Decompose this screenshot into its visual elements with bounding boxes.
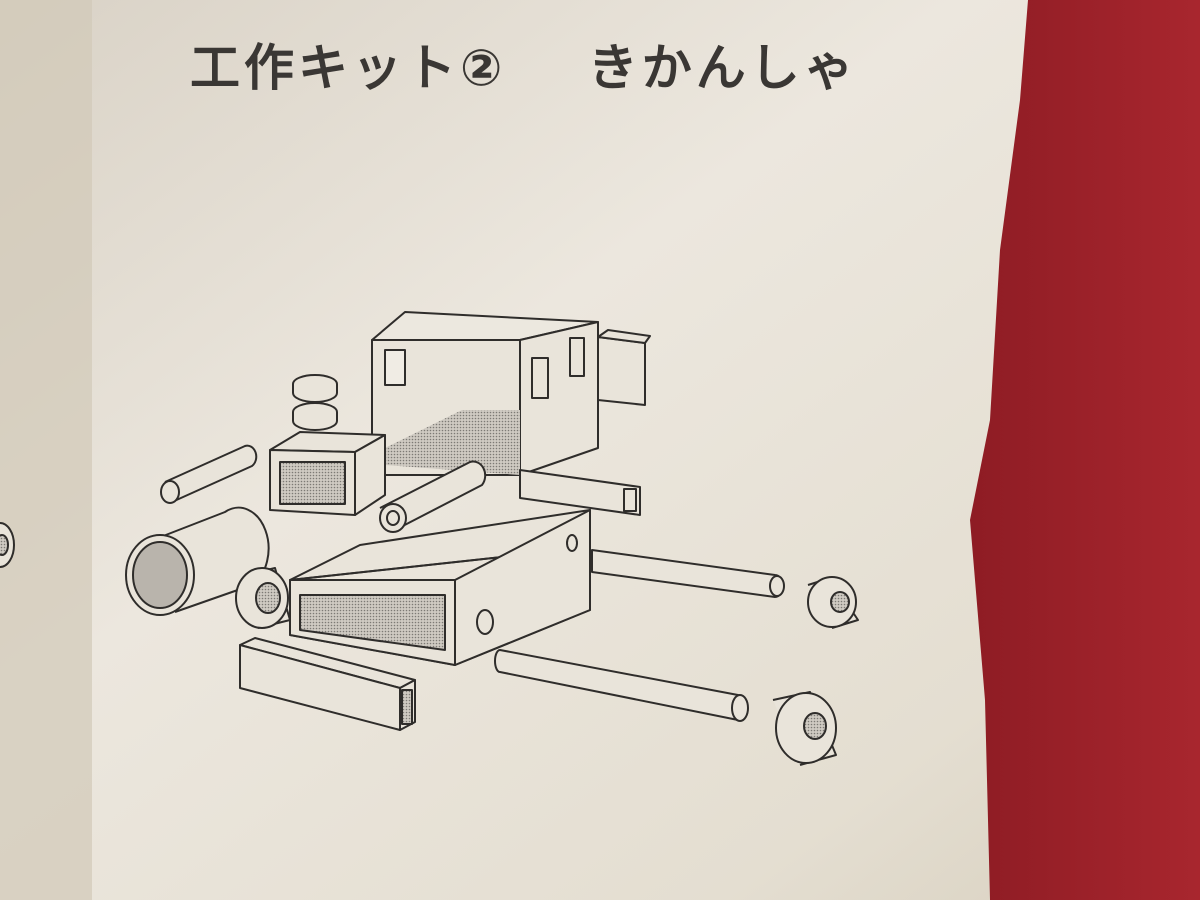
part-rod-left <box>160 444 258 504</box>
paper-fold-left <box>0 0 92 900</box>
title-kit-label: 工作キット② <box>190 39 507 97</box>
part-chimney-rings <box>292 374 338 431</box>
part-big-tube <box>125 506 270 616</box>
part-bar-front <box>239 637 416 731</box>
part-axle-lower <box>494 649 749 722</box>
part-cab <box>371 311 599 476</box>
part-small-box <box>269 431 386 516</box>
title-locomotive-label: きかんしゃ <box>587 39 858 97</box>
part-bar-rear <box>519 469 641 516</box>
part-axle-upper <box>591 549 785 598</box>
part-rear-bunker <box>597 329 651 406</box>
part-wheel-large <box>772 691 837 766</box>
kit-diagram <box>0 311 859 766</box>
part-chassis <box>289 509 591 666</box>
sheet-title: 工作キット② きかんしゃ <box>190 28 918 100</box>
red-fabric <box>970 0 1200 900</box>
part-rod-boiler <box>379 460 487 533</box>
part-wheel-small <box>807 576 859 629</box>
part-spacer <box>235 567 291 629</box>
